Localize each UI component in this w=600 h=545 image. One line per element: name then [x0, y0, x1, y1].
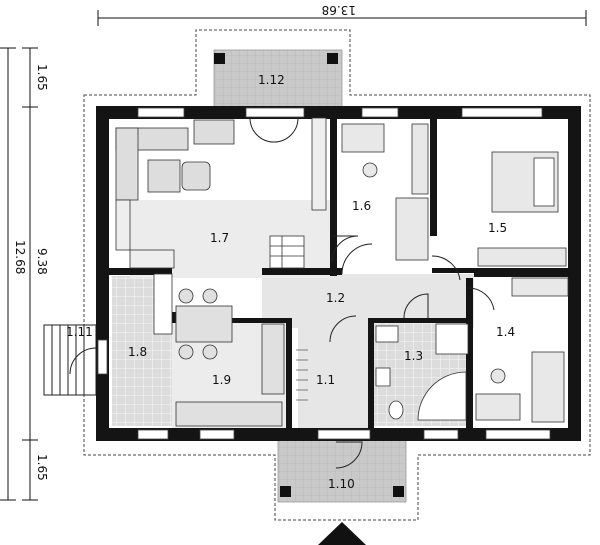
sofa-set	[115, 119, 235, 201]
room-1-5-furniture	[477, 151, 569, 297]
room-label-1-9: 1.9	[212, 373, 231, 387]
dimension-left-total: 12.68	[13, 240, 27, 274]
wardrobe-hatch	[296, 349, 308, 401]
room-label-1-4: 1.4	[496, 325, 515, 339]
room-label-1-12: 1.12	[258, 73, 285, 87]
room-labels: 1.12 1.7 1.6 1.5 1.2 1.4 1.3 1.1 1.8 1.9…	[66, 73, 515, 491]
dimension-left-upper: 1.65	[35, 64, 49, 91]
floor-1-1	[298, 328, 368, 428]
cabinet	[311, 117, 327, 211]
post	[393, 486, 404, 497]
post	[280, 486, 291, 497]
terrace-1-12	[213, 49, 343, 108]
room-label-1-6: 1.6	[352, 199, 371, 213]
room-label-1-11: 1.11	[66, 325, 93, 339]
steps-1-11	[43, 324, 97, 396]
post	[327, 53, 338, 64]
room-label-1-5: 1.5	[488, 221, 507, 235]
dimension-lines	[0, 10, 587, 501]
room-label-1-3: 1.3	[404, 349, 423, 363]
kitchen-furniture	[153, 273, 285, 427]
room-label-1-7: 1.7	[210, 231, 229, 245]
bookshelf	[115, 199, 131, 251]
room-label-1-8: 1.8	[128, 345, 147, 359]
roof-outline	[83, 29, 591, 521]
tv-unit	[129, 249, 175, 269]
doors	[69, 117, 495, 469]
room-label-1-1: 1.1	[316, 373, 335, 387]
dimension-left-middle: 9.38	[35, 248, 49, 275]
room-label-1-2: 1.2	[326, 291, 345, 305]
staircase	[269, 235, 305, 269]
porch-1-10	[277, 437, 407, 503]
dimension-left-lower: 1.65	[35, 454, 49, 481]
windows	[97, 107, 551, 440]
room-1-4-furniture	[475, 351, 565, 423]
room-1-6-furniture	[341, 123, 429, 261]
dimension-top: 13.68	[322, 3, 356, 17]
room-label-1-10: 1.10	[328, 477, 355, 491]
bathroom-fixtures	[375, 323, 469, 421]
post	[214, 53, 225, 64]
entrance-marker	[318, 522, 366, 545]
